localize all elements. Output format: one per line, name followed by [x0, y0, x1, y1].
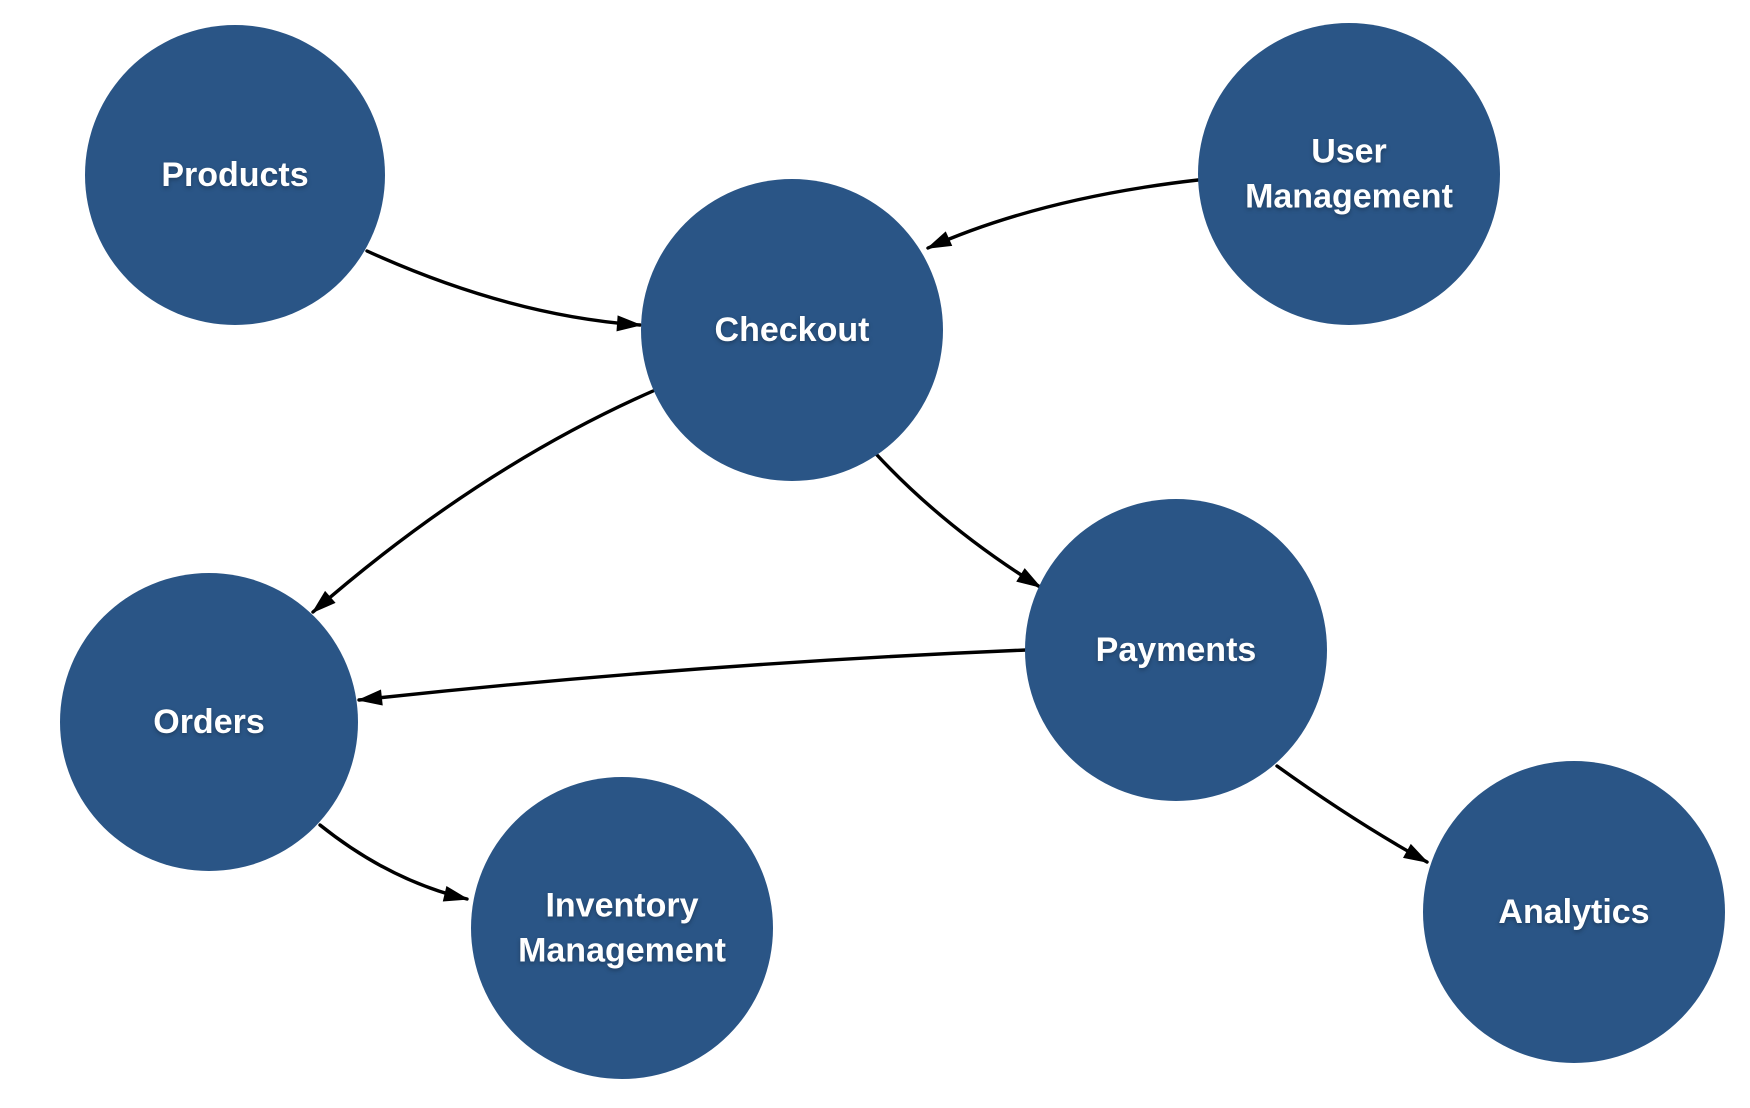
node-circle-inventory-management	[471, 777, 773, 1079]
node-circle-user-management	[1198, 23, 1500, 325]
node-label-orders: Orders	[153, 703, 265, 741]
node-circle-products	[85, 25, 385, 325]
node-circle-payments	[1025, 499, 1327, 801]
node-orders: Orders	[60, 573, 358, 871]
node-label-payments: Payments	[1096, 631, 1257, 669]
edge-products-to-checkout	[365, 249, 642, 332]
node-circle-checkout	[641, 179, 943, 481]
node-label-checkout: Checkout	[715, 311, 870, 349]
node-analytics: Analytics	[1423, 761, 1725, 1063]
edge-orders-to-inventory-management	[318, 823, 469, 902]
node-circle-analytics	[1423, 761, 1725, 1063]
edge-checkout-to-payments	[875, 453, 1042, 589]
edge-payments-to-orders	[357, 648, 1028, 706]
node-label-analytics: Analytics	[1498, 893, 1649, 931]
edge-checkout-to-orders	[311, 389, 655, 614]
edge-payments-to-analytics	[1275, 764, 1429, 864]
node-payments: Payments	[1025, 499, 1327, 801]
node-products: Products	[85, 25, 385, 325]
node-checkout: Checkout	[641, 179, 943, 481]
node-circle-orders	[60, 573, 358, 871]
node-label-products: Products	[161, 156, 308, 194]
edges-layer	[311, 178, 1429, 902]
edge-user-management-to-checkout	[926, 178, 1200, 250]
